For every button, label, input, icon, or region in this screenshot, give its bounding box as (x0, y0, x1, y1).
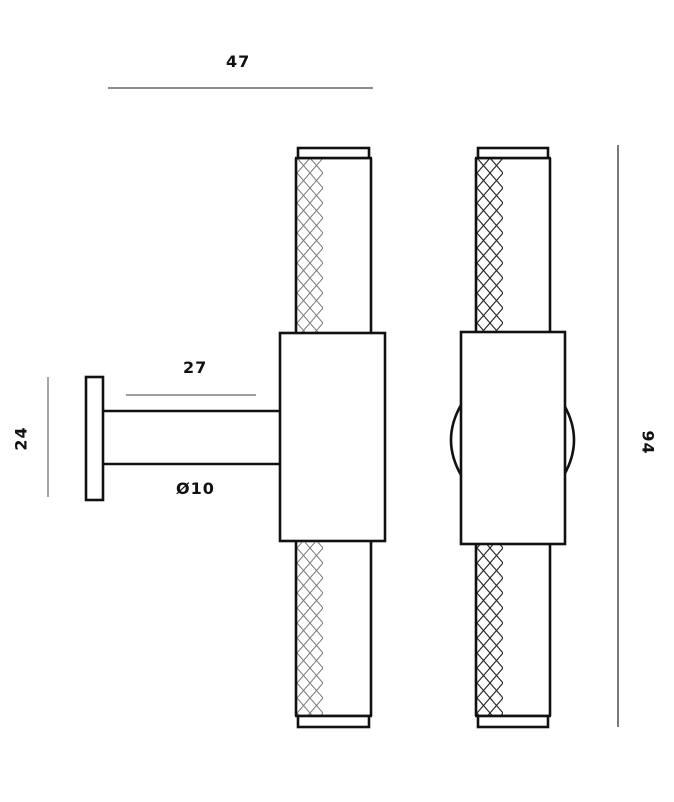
side-view (84, 146, 387, 729)
dim-label-overall-height: 94 (638, 430, 658, 455)
upper-knurl-band-front (477, 158, 503, 331)
rose-plate (84, 375, 105, 502)
bottom-end-cap (296, 714, 371, 729)
center-block (278, 331, 387, 543)
right-rose-arc (562, 404, 576, 476)
dim-label-stem-diameter: Ø10 (176, 479, 215, 498)
dim-label-stem-length: 27 (183, 358, 208, 377)
top-end-cap-front (476, 146, 550, 160)
dim-label-overall-projection: 47 (226, 52, 251, 71)
left-rose-arc (449, 404, 463, 476)
top-end-cap (296, 146, 371, 160)
dim-label-rose-height: 24 (11, 426, 31, 451)
bottom-end-cap-front (476, 714, 550, 729)
lower-knurl-band (297, 542, 323, 716)
center-block-front (459, 330, 567, 546)
lower-knurl-band-front (477, 545, 503, 716)
front-view (449, 146, 576, 729)
upper-knurl-band (297, 158, 323, 332)
